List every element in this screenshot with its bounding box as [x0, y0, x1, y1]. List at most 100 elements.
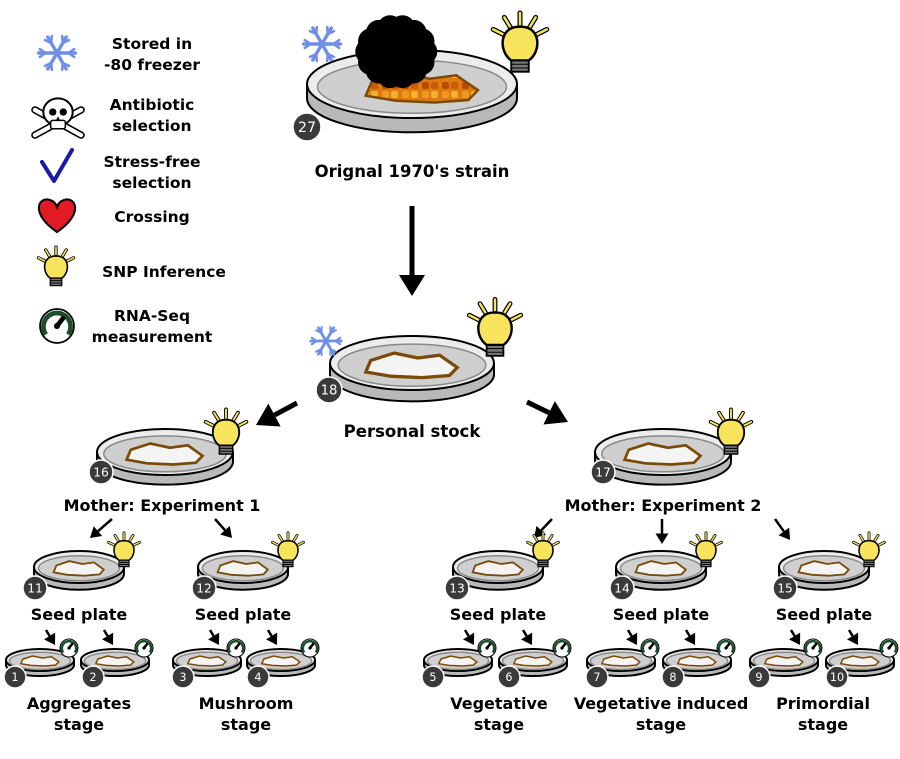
sample-badge-6-number: 6 — [505, 671, 512, 684]
seed-badge-3-number: 13 — [449, 581, 465, 595]
sample-badge-4: 4 — [246, 665, 270, 689]
seed-badge-2: 12 — [191, 575, 217, 601]
stage-label-1-line1: Aggregates — [27, 694, 131, 713]
snowflake-icon — [309, 326, 343, 356]
skull-crossbones-icon — [31, 97, 85, 139]
sample-badge-8-number: 8 — [669, 671, 676, 684]
sample-badge-3-number: 3 — [179, 671, 186, 684]
arrow-seed5-to-sample-a — [789, 629, 801, 645]
mother1-label: Mother: Experiment 1 — [64, 496, 261, 515]
arrow-mother2-to-seed-3 — [773, 518, 790, 540]
sample-badge-4-number: 4 — [254, 671, 261, 684]
legend-freezer-label-line1: Stored in — [112, 35, 192, 53]
sample-badge-6: 6 — [497, 665, 521, 689]
seed-plate-1 — [33, 550, 125, 591]
sample-plate-7 — [586, 648, 656, 677]
lightbulb-icon — [271, 531, 305, 568]
sample-badge-2: 2 — [81, 665, 105, 689]
mother2-label: Mother: Experiment 2 — [565, 496, 762, 515]
legend-antibiotic-label-line2: selection — [112, 117, 191, 135]
seed-plate-label-3: Seed plate — [450, 605, 547, 624]
stage-label-2-line2: stage — [221, 715, 271, 734]
sample-plate-3 — [172, 648, 242, 677]
mother2-badge-number: 17 — [595, 465, 611, 479]
sample-badge-5-number: 5 — [429, 671, 436, 684]
lightbulb-icon — [36, 245, 76, 287]
sample-badge-9: 9 — [747, 665, 771, 689]
sample-plate-4 — [246, 648, 316, 677]
sample-plate-10 — [825, 648, 895, 677]
stage-label-5-line2: stage — [798, 715, 848, 734]
stage-label-3-line1: Vegetative — [450, 694, 548, 713]
mother-plate-1 — [96, 428, 234, 486]
seed-badge-5-number: 15 — [777, 581, 793, 595]
sample-badge-1-number: 1 — [11, 671, 18, 684]
seed-badge-2-number: 12 — [196, 581, 212, 595]
original-plate — [306, 15, 518, 134]
arrow-seed5-to-sample-b — [847, 629, 859, 645]
gauge-icon — [640, 638, 660, 658]
gauge-icon — [226, 638, 246, 658]
stock-label: Personal stock — [344, 422, 482, 441]
original-badge-number: 27 — [298, 120, 316, 136]
icons — [59, 10, 899, 658]
stage-label-4-line2: stage — [636, 715, 686, 734]
gauge-icon — [300, 638, 320, 658]
gauge-icon — [59, 638, 79, 658]
gauge-icon — [716, 638, 736, 658]
snowflake-icon — [301, 25, 343, 63]
sample-badge-7-number: 7 — [593, 671, 600, 684]
legend-stressfree-label-line1: Stress-free — [103, 153, 200, 171]
sample-plate-2 — [80, 648, 150, 677]
stock-badge: 18 — [315, 376, 343, 404]
seed-badge-1: 11 — [22, 575, 48, 601]
sample-badge-2-number: 2 — [89, 671, 96, 684]
seed-plate-2 — [197, 550, 289, 591]
seed-plate-label-1: Seed plate — [31, 605, 128, 624]
sample-badge-1: 1 — [3, 665, 27, 689]
stage-label-2-line1: Mushroom — [199, 694, 294, 713]
gauge-icon — [552, 638, 572, 658]
legend-rnaseq-label-line2: measurement — [92, 328, 213, 346]
seed-plate-label-4: Seed plate — [613, 605, 710, 624]
legend-crossing-label: Crossing — [114, 208, 190, 226]
sample-badge-10: 10 — [825, 665, 849, 689]
stock-badge-number: 18 — [321, 384, 338, 399]
mother2-badge: 17 — [590, 459, 616, 485]
arrow-seed3-to-sample-b — [521, 629, 533, 645]
stage-label-3-line2: stage — [474, 715, 524, 734]
gauge-icon — [879, 638, 899, 658]
stock-plate — [329, 335, 495, 403]
lightbulb-icon — [852, 531, 886, 568]
seed-plate-3 — [452, 550, 544, 591]
arrow-mother1-to-seed-2 — [214, 518, 232, 538]
lightbulb-icon — [466, 296, 524, 357]
arrow-seed1-to-sample-a — [44, 629, 56, 645]
sample-badge-3: 3 — [171, 665, 195, 689]
lightbulb-icon — [490, 10, 550, 73]
mother1-badge: 16 — [88, 459, 114, 485]
legend-stressfree-label-line2: selection — [112, 174, 191, 192]
sample-badge-10-number: 10 — [830, 671, 844, 684]
original-label: Orignal 1970's strain — [315, 162, 510, 181]
plates — [5, 15, 895, 677]
snowflake-icon — [36, 34, 78, 72]
lightbulb-icon — [689, 531, 723, 568]
legend-antibiotic-label-line1: Antibiotic — [110, 96, 195, 114]
sample-badge-5: 5 — [421, 665, 445, 689]
checkmark-icon — [40, 148, 74, 183]
sample-badge-9-number: 9 — [755, 671, 762, 684]
seed-plate-label-2: Seed plate — [195, 605, 292, 624]
legend-rnaseq-label-line1: RNA-Seq — [114, 307, 190, 325]
original-badge: 27 — [292, 112, 322, 142]
seed-plate-label-5: Seed plate — [776, 605, 873, 624]
arrow-original-to-stock — [399, 206, 425, 296]
arrow-seed3-to-sample-a — [463, 629, 475, 645]
seed-badge-4: 14 — [609, 575, 635, 601]
stage-label-1-line2: stage — [54, 715, 104, 734]
sample-badge-8: 8 — [661, 665, 685, 689]
seed-badge-5: 15 — [772, 575, 798, 601]
mother-plate-2 — [594, 428, 732, 486]
